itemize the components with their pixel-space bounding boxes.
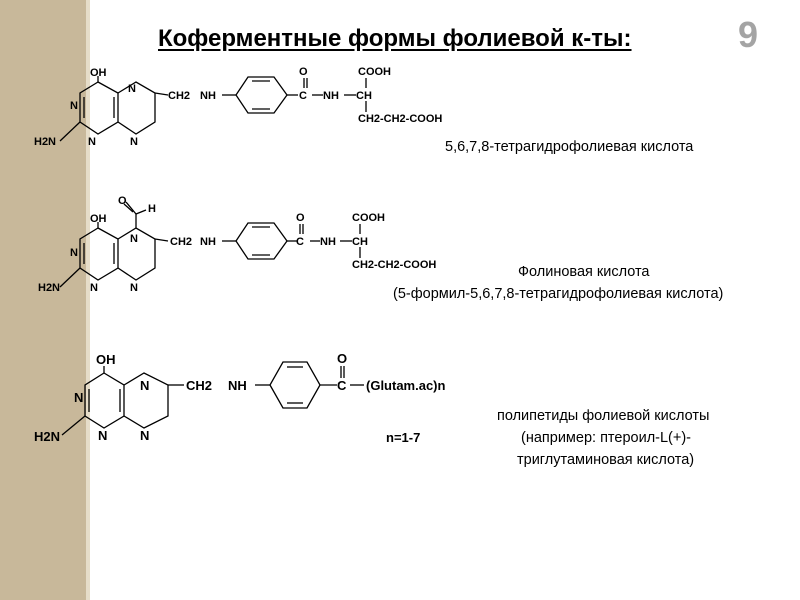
methylene-label: CH2 xyxy=(186,378,212,393)
carbonyl-c-label: C xyxy=(299,90,307,102)
n-label: N xyxy=(74,390,83,405)
n-label: N xyxy=(140,428,149,443)
n-label: N xyxy=(70,247,78,259)
name-tetrahydrofolic-acid: 5,6,7,8-тетрагидрофолиевая кислота xyxy=(445,139,694,155)
name-folinic-acid: Фолиновая кислота xyxy=(518,264,650,280)
amide-nh-label: NH xyxy=(320,236,336,248)
nh-label: NH xyxy=(200,90,216,102)
name-folinic-acid-detail: (5-формил-5,6,7,8-тетрагидрофолиевая кис… xyxy=(393,286,724,302)
benzene-ring xyxy=(269,361,321,409)
carbonyl-o-label: O xyxy=(337,351,347,366)
aldehyde-o-label: O xyxy=(118,195,127,207)
cooh-label: COOH xyxy=(358,66,391,78)
ch-label: CH xyxy=(356,90,372,102)
side-chain-label: CH2-CH2-COOH xyxy=(352,259,436,271)
side-chain-label: CH2-CH2-COOH xyxy=(358,113,442,125)
amino-group-label: H2N xyxy=(34,136,56,148)
oh-label: OH xyxy=(96,352,116,367)
oh-label: OH xyxy=(90,213,107,225)
name-folic-acid-polypeptides: полипетиды фолиевой кислоты xyxy=(497,408,710,424)
glutamate-chain-label: (Glutam.ac)n xyxy=(366,378,446,393)
cooh-label: COOH xyxy=(352,212,385,224)
carbonyl-c-label: C xyxy=(337,378,347,393)
slide-title: Коферментные формы фолиевой к-ты: xyxy=(158,25,632,52)
ch-label: CH xyxy=(352,236,368,248)
nh-label: NH xyxy=(200,236,216,248)
slide-number: 9 xyxy=(738,14,759,55)
name-example-line-2: триглутаминовая кислота) xyxy=(517,452,695,468)
aldehyde-h-label: H xyxy=(148,203,156,215)
repeat-count-label: n=1-7 xyxy=(386,430,420,445)
n-label: N xyxy=(98,428,107,443)
carbonyl-o-label: O xyxy=(296,212,305,224)
carbonyl-c-label: C xyxy=(296,236,304,248)
nh-label: NH xyxy=(228,378,247,393)
pyrazine-ring xyxy=(117,81,156,135)
amino-group-label: H2N xyxy=(34,429,60,444)
n-label: N xyxy=(130,233,138,245)
methylene-label: CH2 xyxy=(170,236,192,248)
pyrimidine-ring xyxy=(84,372,125,429)
pyrazine-ring xyxy=(123,372,169,429)
n-label: N xyxy=(130,136,138,148)
methylene-label: CH2 xyxy=(168,90,190,102)
carbonyl-o-label: O xyxy=(299,66,308,78)
n-label: N xyxy=(128,83,136,95)
n-label: N xyxy=(140,378,149,393)
oh-label: OH xyxy=(90,67,107,79)
name-example-line: (например: птероил-L(+)- xyxy=(521,430,691,446)
amide-nh-label: NH xyxy=(323,90,339,102)
amino-group-label: H2N xyxy=(38,282,60,294)
n-label: N xyxy=(88,136,96,148)
n-label: N xyxy=(130,282,138,294)
slide-sidebar-decoration xyxy=(0,0,86,600)
n-label: N xyxy=(90,282,98,294)
slide-sidebar-edge xyxy=(86,0,90,600)
n-label: N xyxy=(70,100,78,112)
pyrazine-ring xyxy=(117,227,156,281)
